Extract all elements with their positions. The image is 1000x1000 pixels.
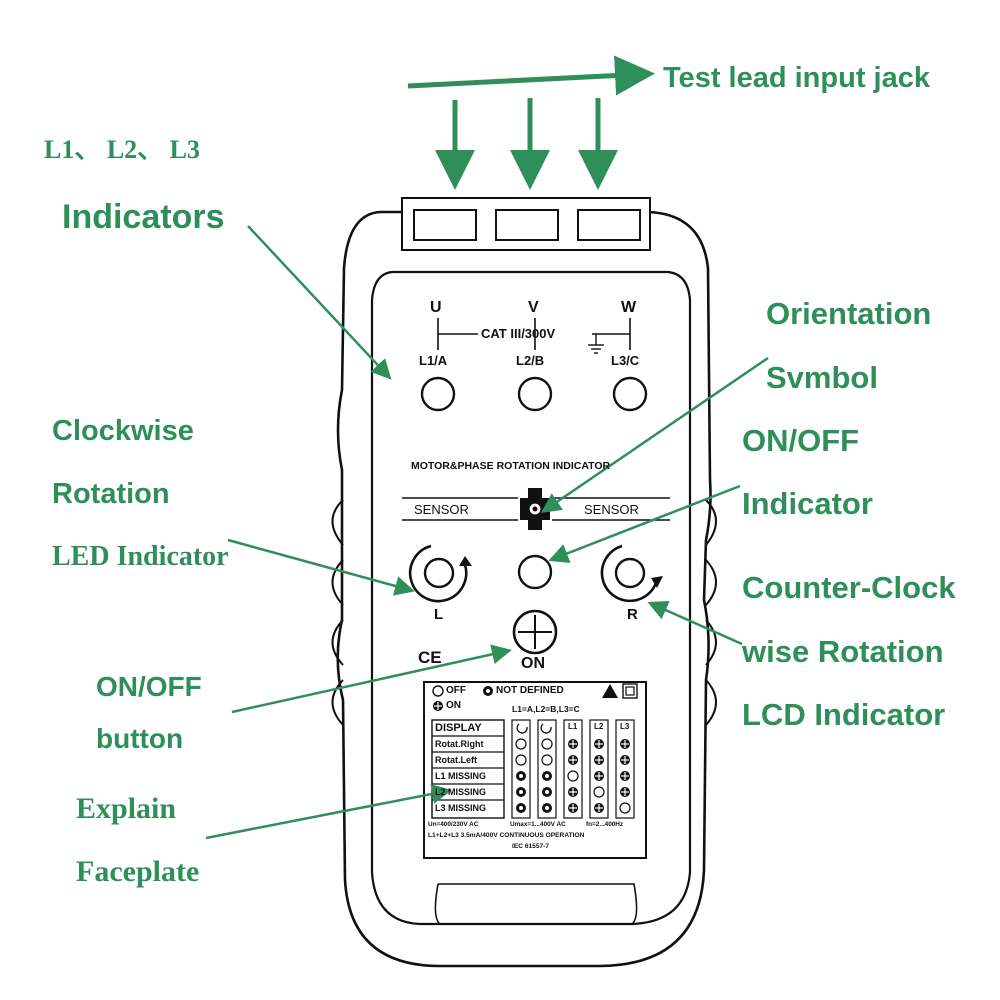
arrow-test-lead-main xyxy=(407,55,655,96)
label-explain-1: Explain xyxy=(76,792,177,825)
label-on: ON xyxy=(521,655,545,672)
label-u: U xyxy=(430,299,442,316)
arrow-indicators xyxy=(247,225,392,380)
arrow-orientation xyxy=(540,356,769,513)
label-orientation: Orientation xyxy=(766,296,932,331)
label-r-rotation: R xyxy=(627,606,638,623)
row-l1-missing: L1 MISSING xyxy=(435,771,487,781)
row-display: DISPLAY xyxy=(435,722,482,734)
matrix-cell xyxy=(541,754,553,766)
on-off-indicator-led xyxy=(517,554,553,590)
label-l3c: L3/C xyxy=(611,353,640,368)
row-l3-missing: L3 MISSING xyxy=(435,803,487,813)
label-counter-2: wise Rotation xyxy=(742,634,944,669)
mapping-note: L1=A,L2=B,L3=C xyxy=(512,704,580,714)
led-l2 xyxy=(517,376,553,412)
matrix-cell-mark xyxy=(545,790,549,794)
arrow-explain-faceplate xyxy=(205,784,452,840)
sensor-right: SENSOR xyxy=(584,502,639,517)
row-rotat-left: Rotat.Left xyxy=(435,755,477,765)
spec-current: L1+L2+L3 3.5mA/400V CONTINUOUS OPERATION xyxy=(428,832,585,839)
label-test-lead: Test lead input jack xyxy=(663,62,930,94)
arrow-clockwise xyxy=(227,538,415,596)
led-l3 xyxy=(612,376,648,412)
matrix-cell xyxy=(567,770,579,782)
matrix-cell-mark xyxy=(519,774,523,778)
label-l1a: L1/A xyxy=(419,353,448,368)
spec-un: Un=400/230V AC xyxy=(428,821,479,828)
label-onoff-indicator-2: Indicator xyxy=(742,486,873,521)
row-l2-missing: L2 MISSING xyxy=(435,787,487,797)
on-off-button xyxy=(512,609,558,655)
sensor-left: SENSOR xyxy=(414,502,469,517)
spec-iec: IEC 61557-7 xyxy=(512,843,550,850)
legend-off: OFF xyxy=(446,685,466,696)
label-explain-2: Faceplate xyxy=(76,855,200,888)
jack-l1 xyxy=(413,209,477,241)
matrix-cell xyxy=(515,754,527,766)
label-onoff-indicator-1: ON/OFF xyxy=(742,423,860,458)
device-title: MOTOR&PHASE ROTATION INDICATOR xyxy=(411,460,611,472)
label-l2b: L2/B xyxy=(516,353,545,368)
label-clockwise-3: LED Indicator xyxy=(52,541,229,572)
label-symbol: Svmbol xyxy=(766,360,878,395)
spec-umax: Umax=1...400V AC xyxy=(510,821,566,828)
label-onoff-button-2: button xyxy=(96,723,184,754)
label-l-rotation: L xyxy=(434,606,444,623)
label-counter-1: Counter-Clock xyxy=(742,570,956,605)
label-cat-rating: CAT III/300V xyxy=(481,326,556,341)
label-onoff-button-1: ON/OFF xyxy=(96,671,202,702)
matrix-cell-mark xyxy=(519,806,523,810)
rotation-led-left xyxy=(408,544,472,603)
column-l2: L2 xyxy=(594,722,604,731)
matrix-cell-mark xyxy=(519,790,523,794)
arrow-onoff-button xyxy=(231,644,512,714)
matrix-cell xyxy=(593,786,605,798)
column-l1: L1 xyxy=(568,722,578,731)
label-indicators: Indicators xyxy=(62,198,225,236)
led-l1 xyxy=(420,376,456,412)
matrix-cell-mark xyxy=(545,806,549,810)
jack-l2 xyxy=(495,209,559,241)
matrix-cell xyxy=(619,802,631,814)
spec-fn: fn=2...400Hz xyxy=(586,821,624,828)
label-clockwise-1: Clockwise xyxy=(52,415,194,447)
ce-mark: CE xyxy=(418,648,442,667)
status-matrix xyxy=(515,738,631,814)
jack-l3 xyxy=(577,209,641,241)
label-l123: L1、 L2、 L3 xyxy=(44,135,201,164)
label-w: W xyxy=(621,299,637,316)
column-l3: L3 xyxy=(620,722,630,731)
label-clockwise-2: Rotation xyxy=(52,478,170,510)
matrix-cell-mark xyxy=(545,774,549,778)
arrow-onoff-indicator xyxy=(548,484,741,563)
legend-not-defined: NOT DEFINED xyxy=(496,685,564,696)
label-counter-3: LCD Indicator xyxy=(742,697,946,732)
legend-on: ON xyxy=(446,700,461,711)
row-rotat-right: Rotat.Right xyxy=(435,739,484,749)
matrix-cell xyxy=(541,738,553,750)
label-v: V xyxy=(528,299,539,316)
rotation-led-right xyxy=(600,544,663,603)
arrow-counter-clockwise xyxy=(647,600,743,646)
matrix-cell xyxy=(515,738,527,750)
